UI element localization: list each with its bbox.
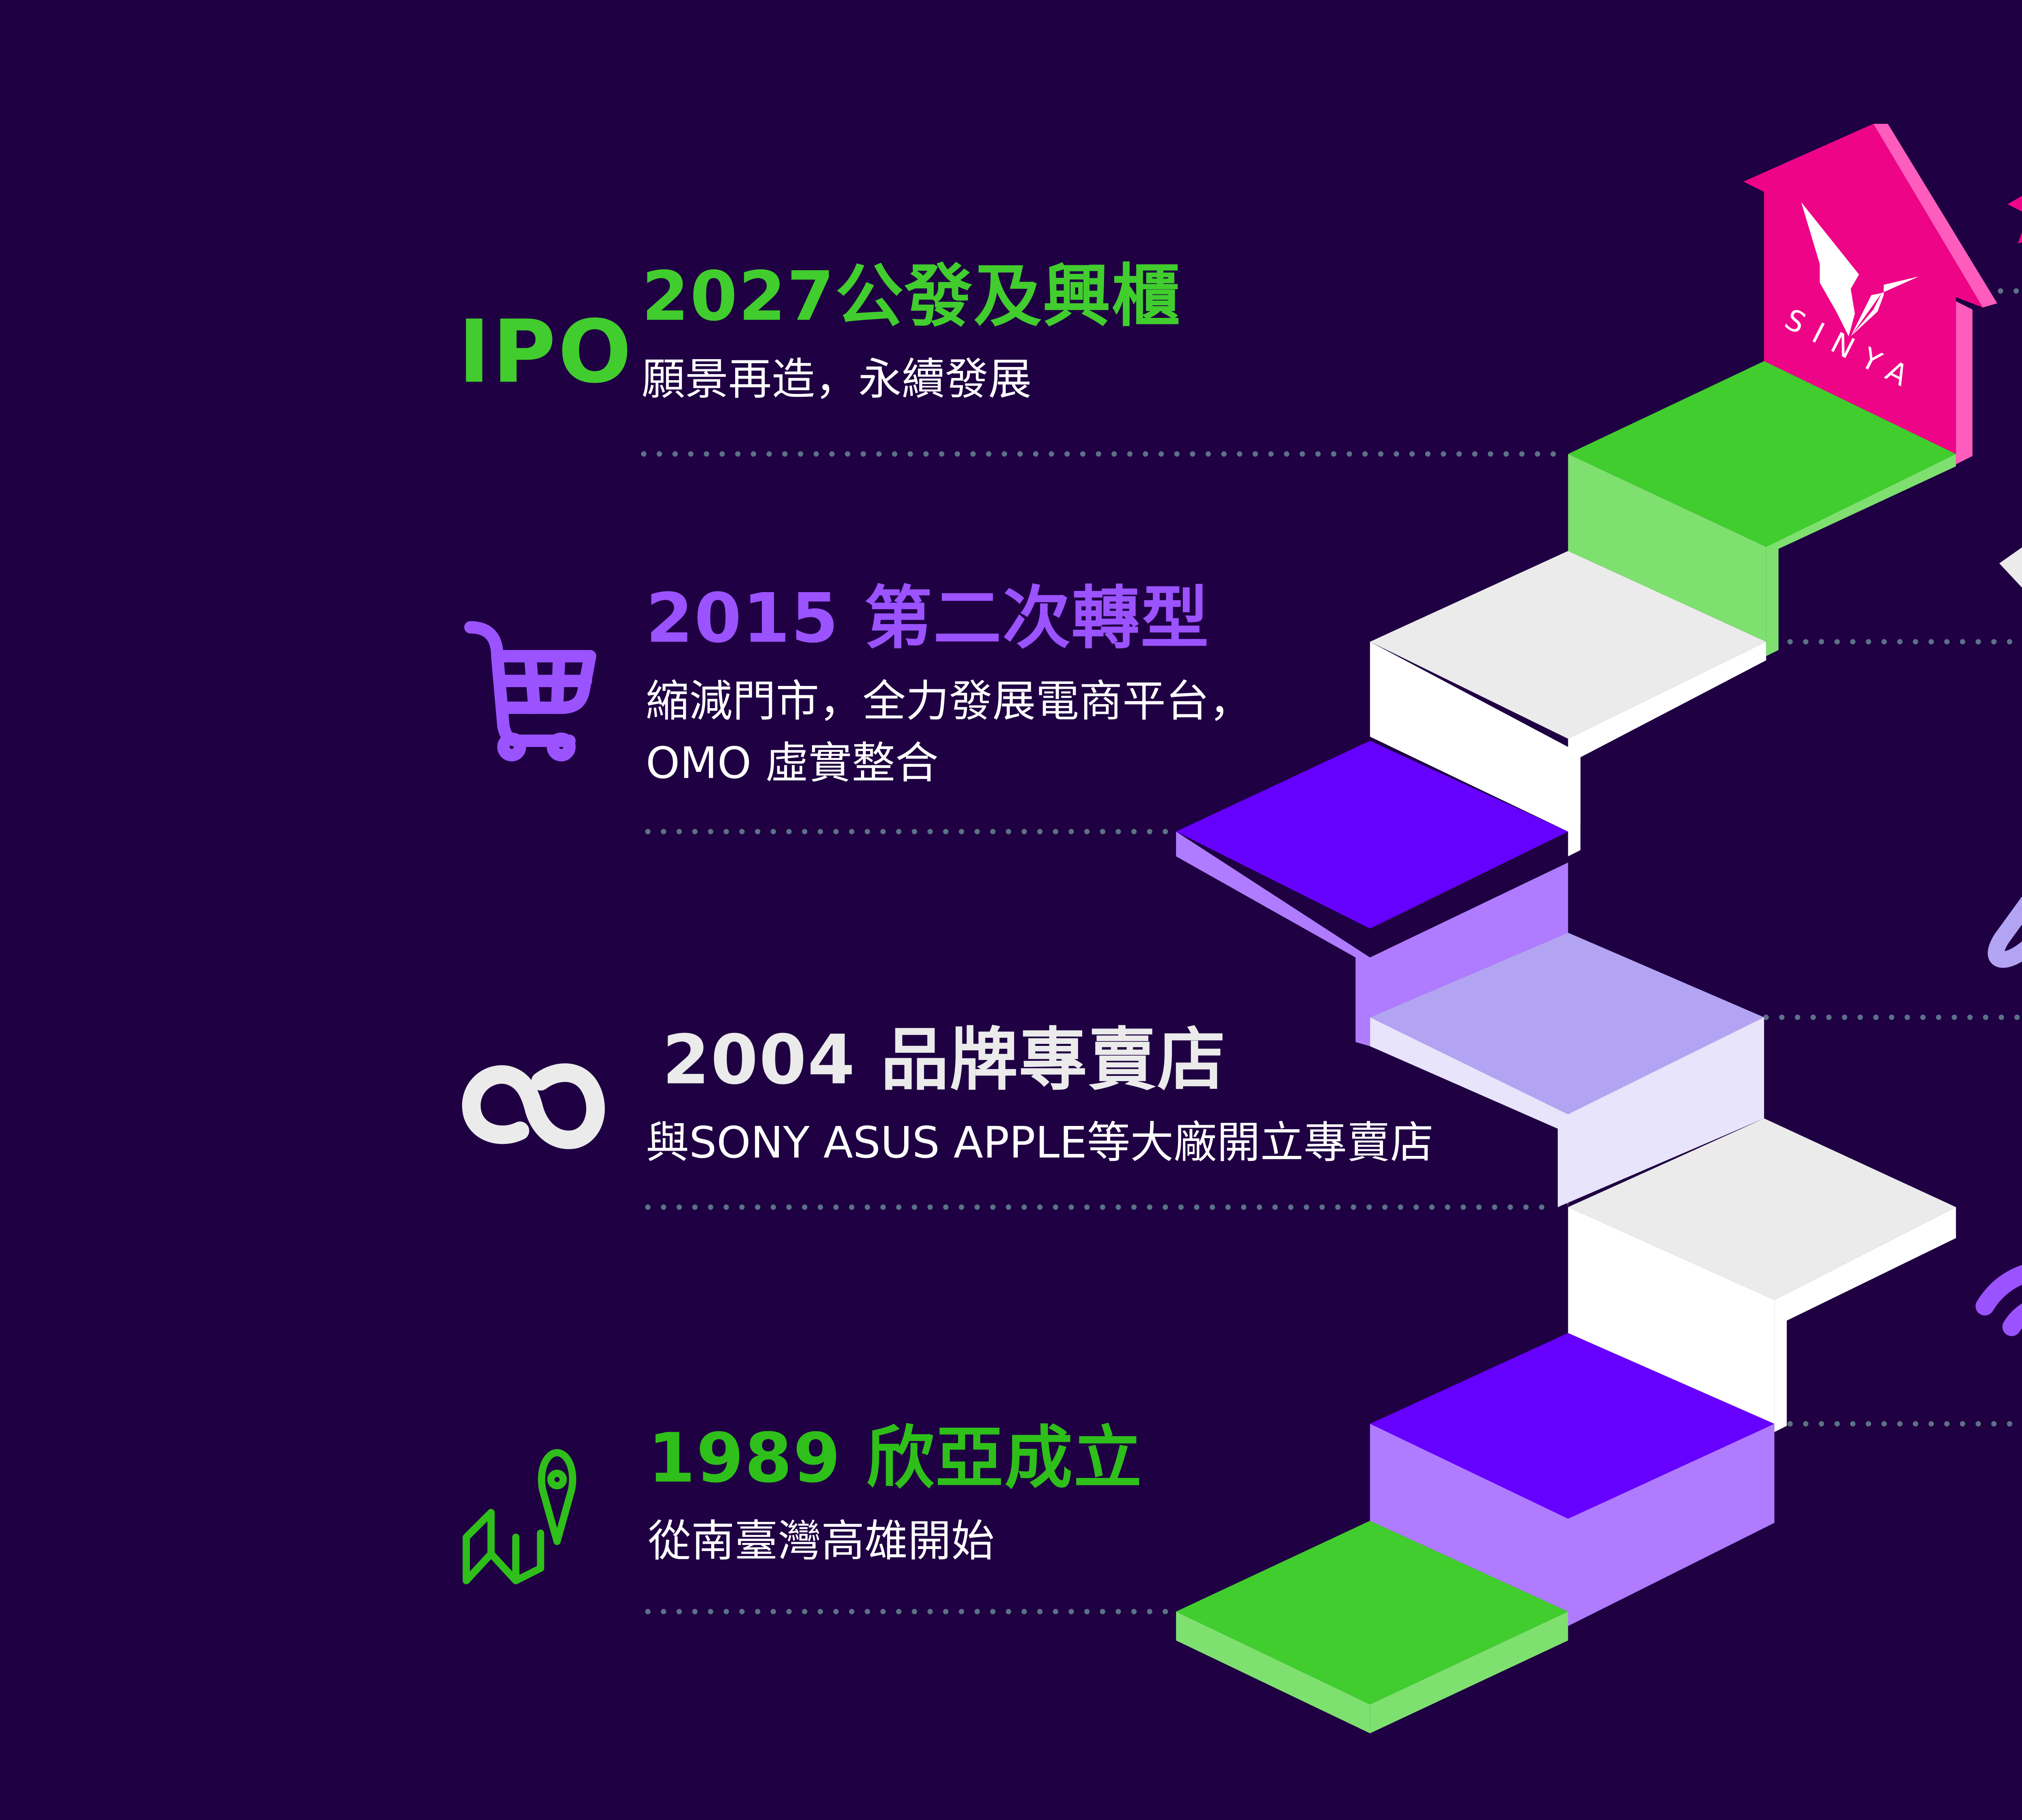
shopping-cart-icon (464, 621, 596, 762)
step-2027 (1568, 361, 1956, 656)
step-2000 (1370, 1333, 1775, 1626)
dotted-connector-lines (641, 288, 2022, 1615)
sinya-house: SINYA (1743, 124, 1997, 464)
infinity-icon (462, 1063, 605, 1149)
milestone-description: 從南臺灣高雄開始 (648, 1516, 995, 1566)
milestone-title: 2004 品牌專賣店 (662, 1019, 1227, 1100)
step-1989 (1176, 1521, 1568, 1733)
milestone-title: 2027公發及興櫃 (641, 256, 1181, 336)
wifi-icon (1975, 1265, 2022, 1336)
ipo-badge: IPO (458, 301, 634, 402)
milestone-title: 1989 欣亞成立 (648, 1418, 1143, 1498)
sinya-logo-icon (1801, 202, 1919, 336)
milestone-description-line-2: OMO 虛實整合 (645, 739, 939, 788)
star-burst-icon (2007, 196, 2022, 244)
step-2015 (1176, 741, 1568, 1046)
milestone-description: 與SONY ASUS APPLE等大廠開立專賣店 (645, 1118, 1434, 1168)
milestone-description: 願景再造，永續發展 (641, 355, 1032, 404)
milestone-description-line-1: 縮減門市，全力發展電商平台， (645, 677, 1252, 726)
step-2023 (1370, 551, 1766, 857)
map-pin-icon (463, 1449, 576, 1585)
milestone-2027: 2027公發及興櫃 願景再造，永續發展 (641, 256, 1181, 411)
step-2004 (1568, 1118, 1956, 1432)
step-2012 (1370, 933, 1764, 1207)
arrow-up-right-icon (1999, 547, 2022, 588)
milestone-title: 2015 第二次轉型 (645, 578, 1210, 658)
milestone-2015: 2015 第二次轉型 縮減門市，全力發展電商平台， OMO 虛實整合 (645, 578, 1252, 795)
milestone-2004: 2004 品牌專賣店 與SONY ASUS APPLE等大廠開立專賣店 (645, 1019, 1434, 1174)
milestone-1989: 1989 欣亞成立 從南臺灣高雄開始 (648, 1418, 1143, 1572)
link-chain-icon (1988, 896, 2022, 968)
